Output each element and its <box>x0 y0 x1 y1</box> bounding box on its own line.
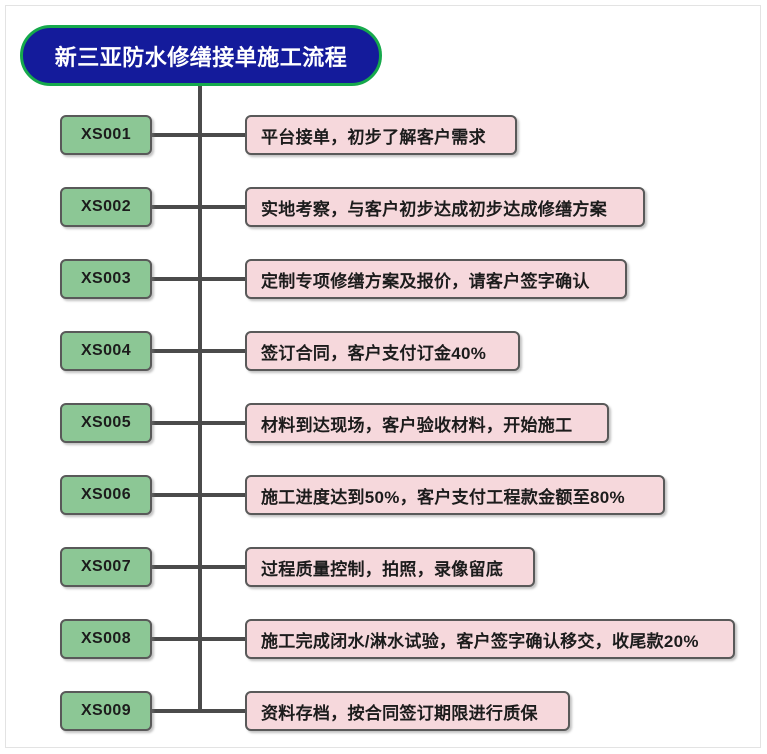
step-code-box[interactable]: XS007 <box>60 547 152 587</box>
step-description-box[interactable]: 定制专项修缮方案及报价，请客户签字确认 <box>245 259 627 299</box>
step-description-box[interactable]: 过程质量控制，拍照，录像留底 <box>245 547 535 587</box>
horizontal-connector <box>152 205 245 209</box>
step-description-label: 定制专项修缮方案及报价，请客户签字确认 <box>261 271 590 291</box>
step-code-label: XS001 <box>80 126 132 143</box>
step-description-box[interactable]: 资料存档，按合同签订期限进行质保 <box>245 691 570 731</box>
step-code-label: XS008 <box>80 630 132 647</box>
step-description-label: 平台接单，初步了解客户需求 <box>261 127 486 147</box>
flowchart-title-text: 新三亚防水修缮接单施工流程 <box>54 44 348 70</box>
horizontal-connector <box>152 421 245 425</box>
step-code-label: XS005 <box>80 414 132 431</box>
horizontal-connector <box>152 133 245 137</box>
step-description-label: 资料存档，按合同签订期限进行质保 <box>261 703 538 723</box>
horizontal-connector <box>152 349 245 353</box>
step-code-label: XS002 <box>80 198 132 215</box>
step-code-label: XS006 <box>80 486 132 503</box>
flowchart-title-box: 新三亚防水修缮接单施工流程 <box>20 25 382 86</box>
step-code-label: XS009 <box>80 702 132 719</box>
step-description-box[interactable]: 施工完成闭水/淋水试验，客户签字确认移交，收尾款20% <box>245 619 735 659</box>
step-code-label: XS004 <box>80 342 132 359</box>
step-code-box[interactable]: XS009 <box>60 691 152 731</box>
horizontal-connector <box>152 277 245 281</box>
horizontal-connector <box>152 493 245 497</box>
step-code-box[interactable]: XS005 <box>60 403 152 443</box>
step-description-label: 施工完成闭水/淋水试验，客户签字确认移交，收尾款20% <box>261 631 699 651</box>
step-code-box[interactable]: XS003 <box>60 259 152 299</box>
step-description-label: 施工进度达到50%，客户支付工程款金额至80% <box>261 487 625 507</box>
step-description-label: 实地考察，与客户初步达成初步达成修缮方案 <box>261 199 607 219</box>
step-code-box[interactable]: XS008 <box>60 619 152 659</box>
step-code-label: XS003 <box>80 270 132 287</box>
horizontal-connector <box>152 565 245 569</box>
step-code-box[interactable]: XS004 <box>60 331 152 371</box>
horizontal-connector <box>152 637 245 641</box>
step-description-box[interactable]: 材料到达现场，客户验收材料，开始施工 <box>245 403 609 443</box>
step-description-box[interactable]: 实地考察，与客户初步达成初步达成修缮方案 <box>245 187 645 227</box>
step-description-box[interactable]: 平台接单，初步了解客户需求 <box>245 115 517 155</box>
horizontal-connector <box>152 709 245 713</box>
step-code-box[interactable]: XS006 <box>60 475 152 515</box>
vertical-spine-connector <box>198 86 202 711</box>
step-description-box[interactable]: 施工进度达到50%，客户支付工程款金额至80% <box>245 475 665 515</box>
step-description-label: 材料到达现场，客户验收材料，开始施工 <box>261 415 573 435</box>
step-code-label: XS007 <box>80 558 132 575</box>
step-code-box[interactable]: XS002 <box>60 187 152 227</box>
step-description-label: 签订合同，客户支付订金40% <box>261 343 487 363</box>
step-description-label: 过程质量控制，拍照，录像留底 <box>261 559 504 579</box>
step-description-box[interactable]: 签订合同，客户支付订金40% <box>245 331 520 371</box>
step-code-box[interactable]: XS001 <box>60 115 152 155</box>
